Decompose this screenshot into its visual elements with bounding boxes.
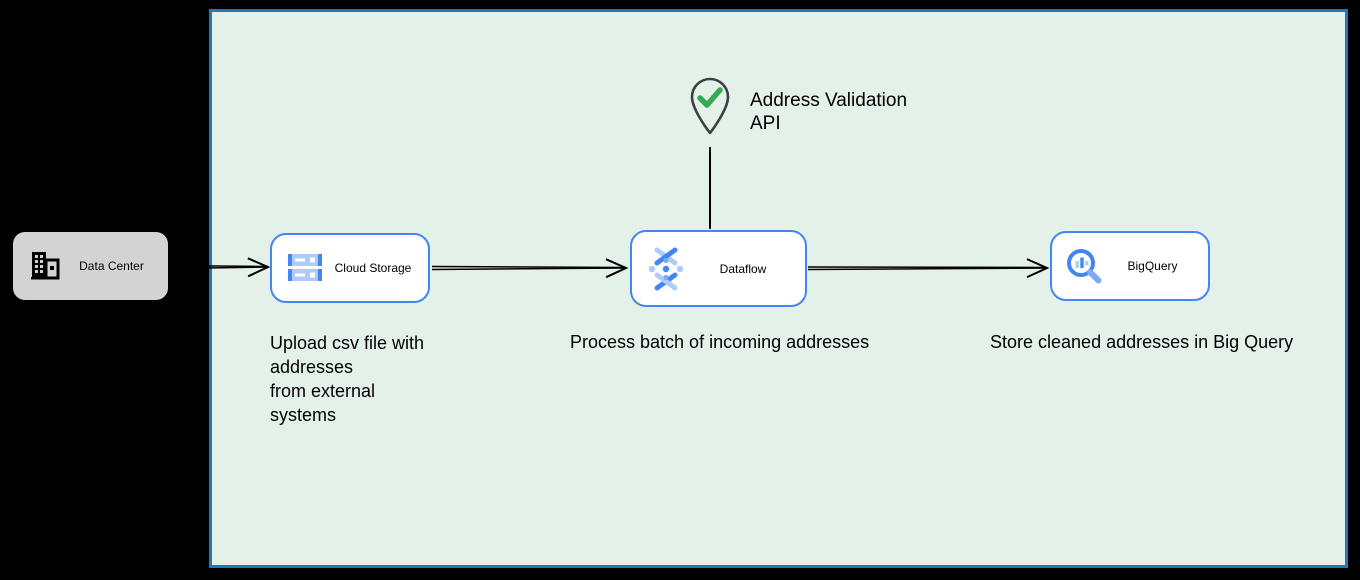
node-label: Dataflow (719, 261, 767, 276)
node-dataflow: Dataflow (630, 230, 807, 307)
node-cloud-storage: Cloud Storage (270, 233, 430, 303)
caption-upload-csv: Upload csv file with addresses from exte… (270, 333, 425, 425)
address-validation-pin-icon (686, 77, 734, 142)
dataflow-icon (645, 246, 687, 292)
node-label: Cloud Storage (334, 261, 412, 275)
caption-process-batch: Process batch of incoming addresses (570, 332, 870, 352)
address-validation-api-label: Address Validation API (750, 90, 908, 134)
node-bigquery: BigQuery (1050, 231, 1210, 301)
caption-store-cleaned: Store cleaned addresses in Big Query (990, 332, 1294, 352)
office-building-icon (29, 249, 61, 283)
cloud-storage-icon (286, 252, 324, 284)
node-label: BigQuery (1127, 259, 1178, 273)
node-data-center: Data Center (13, 232, 168, 300)
bigquery-icon (1065, 247, 1103, 285)
node-label: Data Center (79, 259, 144, 273)
